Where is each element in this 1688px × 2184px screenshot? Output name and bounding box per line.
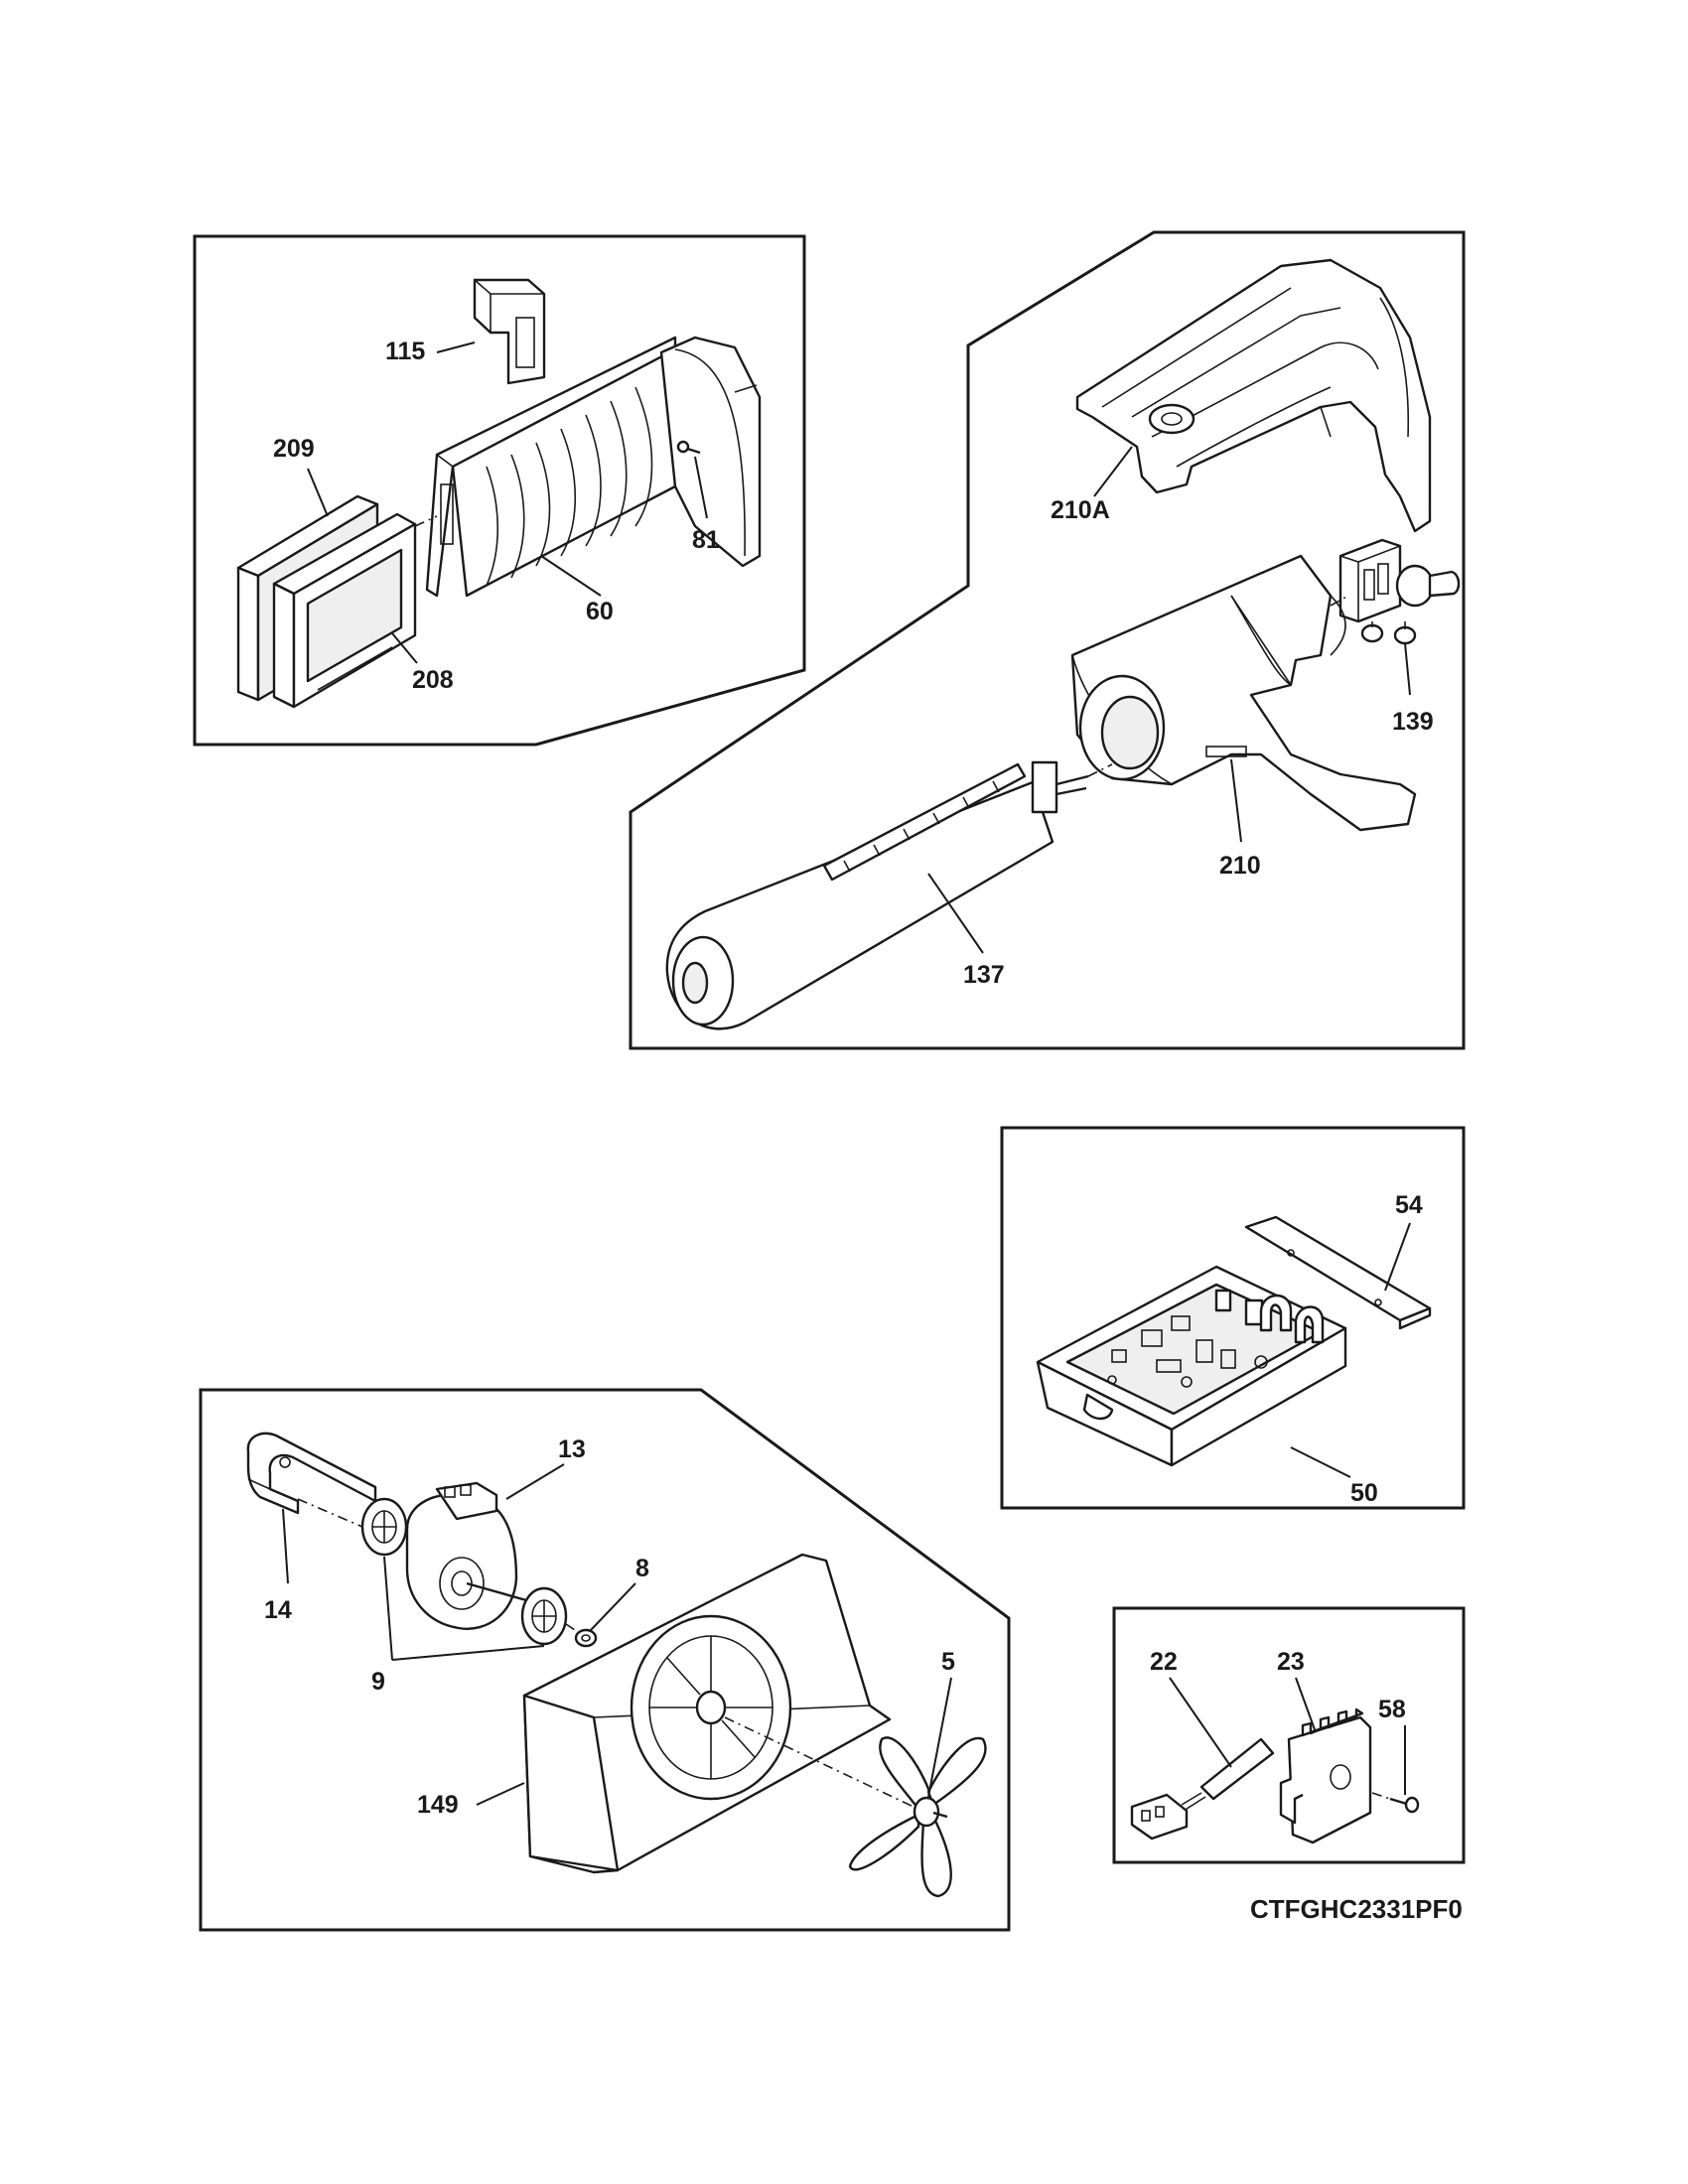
callout-149: 149: [417, 1791, 459, 1819]
callout-22: 22: [1150, 1648, 1178, 1676]
callout-13: 13: [558, 1435, 586, 1463]
part-54-bracket: [1244, 1215, 1432, 1330]
part-208-filter-frame: [272, 512, 417, 709]
callout-210A: 210A: [1051, 496, 1110, 524]
panel-air-filter: 115 209 81 60 208: [193, 234, 806, 747]
part-115-clip: [473, 278, 546, 385]
part-58-screw: [1389, 1796, 1420, 1814]
part-9-grommet-lower: [520, 1586, 568, 1646]
callout-115: 115: [385, 338, 425, 365]
panel-water-filter: 210A 139 210 137: [629, 230, 1466, 1050]
callout-9: 9: [371, 1668, 385, 1696]
part-60-filter-housing: [425, 336, 762, 598]
part-149-fan-shroud: [522, 1553, 892, 1874]
callout-210: 210: [1219, 852, 1261, 880]
callout-209: 209: [273, 435, 315, 463]
part-9-grommet-upper: [360, 1497, 408, 1557]
callout-58: 58: [1378, 1696, 1406, 1723]
part-13-fan-motor: [405, 1481, 527, 1630]
part-5-fan-blade: [848, 1736, 987, 1898]
part-210A-filter-cover: [1075, 258, 1432, 533]
callout-23: 23: [1277, 1648, 1305, 1676]
panel-sensor: 22 23 58: [1112, 1606, 1466, 1864]
callout-137: 137: [963, 961, 1005, 989]
callout-5: 5: [941, 1648, 955, 1676]
part-50-control-board: [1036, 1265, 1347, 1467]
callout-8: 8: [635, 1555, 649, 1582]
panel-control-board: 54 50: [1000, 1126, 1466, 1510]
part-139-valve: [1338, 538, 1461, 645]
callout-81: 81: [692, 526, 720, 554]
callout-139: 139: [1392, 708, 1434, 736]
part-8-washer: [574, 1628, 598, 1648]
part-210-filter-housing: [1070, 554, 1417, 832]
part-22-thermistor: [1130, 1737, 1275, 1841]
callout-14: 14: [264, 1596, 292, 1624]
callout-54: 54: [1395, 1191, 1423, 1219]
part-137-water-filter: [665, 760, 1089, 1030]
part-14-bracket: [246, 1432, 377, 1515]
panel-fan-assembly: 13 14 8 9 5 149: [199, 1388, 1011, 1932]
part-23-sensor-cover: [1279, 1707, 1372, 1844]
diagram-code: CTFGHC2331PF0: [1250, 1894, 1463, 1924]
callout-208: 208: [412, 666, 454, 694]
callout-50: 50: [1350, 1479, 1378, 1507]
part-81-screw: [676, 440, 701, 455]
callout-60: 60: [586, 598, 614, 625]
